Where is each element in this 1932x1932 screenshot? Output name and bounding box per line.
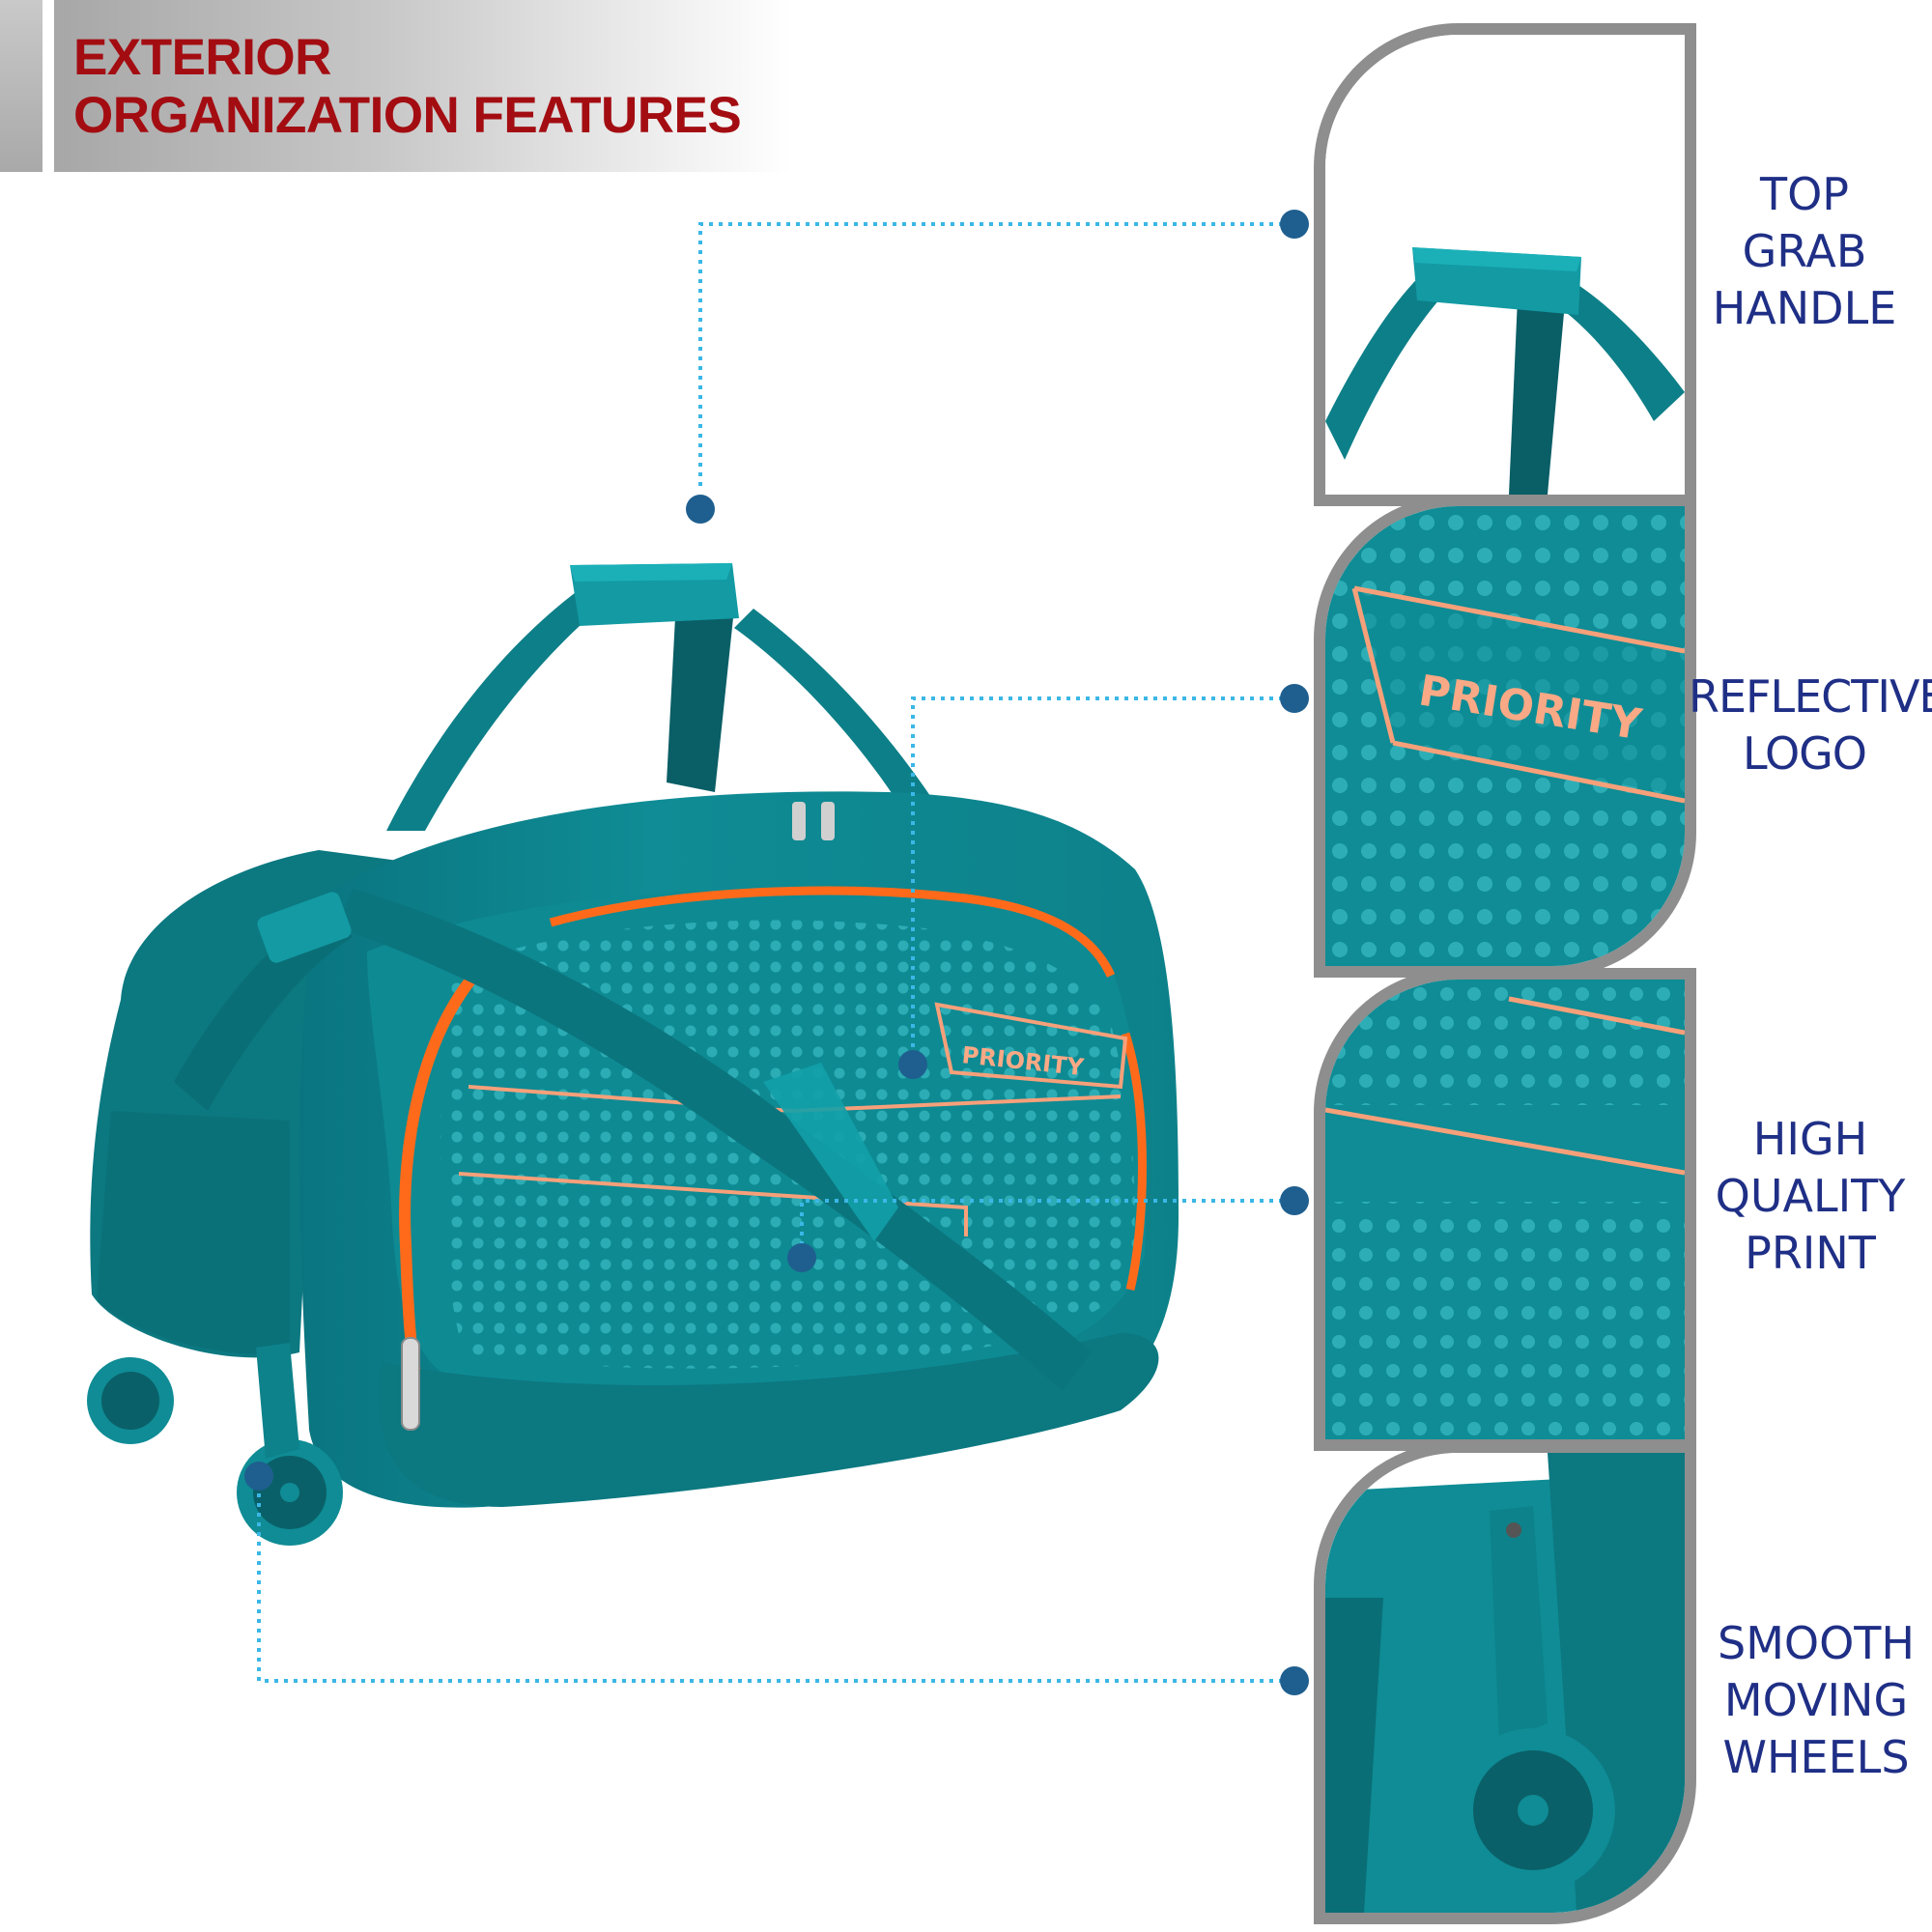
bag-logo-plate (934, 1002, 1128, 1090)
marker-dot-wheels (244, 1462, 273, 1491)
callout-handle-line-2: GRAB (1742, 225, 1867, 277)
banner-background (54, 0, 792, 172)
callout-label-print: HIGH QUALITY PRINT (1694, 1111, 1926, 1282)
handle-closeup (1325, 35, 1685, 495)
callout-label-handle: TOP GRAB HANDLE (1689, 166, 1920, 337)
marker-dot-print (787, 1243, 816, 1272)
callout-logo-line-1: REFLECTIVE (1689, 670, 1932, 723)
callout-label-wheels: SMOOTH MOVING WHEELS (1700, 1615, 1932, 1786)
callout-print-line-1: HIGH (1752, 1113, 1868, 1165)
bag-wheels (87, 1343, 343, 1546)
wheels-closeup (1325, 1453, 1685, 1913)
callout-print-line-3: PRINT (1745, 1227, 1876, 1279)
detail-frame-handle (1314, 23, 1696, 506)
marker-dot-handle (686, 495, 715, 524)
callout-print-line-2: QUALITY (1715, 1170, 1906, 1222)
bag-body (299, 791, 1179, 1508)
marker-dot-print-end (1280, 1186, 1309, 1215)
banner-title-line-2: ORGANIZATION FEATURES (73, 87, 742, 144)
callout-wheels-line-3: WHEELS (1722, 1731, 1910, 1783)
print-closeup (1325, 980, 1685, 1439)
marker-dot-logo-end (1280, 684, 1309, 713)
marker-dot-wheels-end (1280, 1666, 1309, 1695)
callout-label-logo: REFLECTIVE LOGO (1689, 668, 1932, 782)
callout-wheels-line-2: MOVING (1723, 1674, 1909, 1726)
banner-title-line-1: EXTERIOR (73, 29, 331, 86)
callout-handle-line-3: HANDLE (1712, 282, 1897, 334)
title-banner: EXTERIOR ORGANIZATION FEATURES (0, 0, 792, 172)
logo-closeup: PRIORITY (1325, 506, 1685, 966)
bag-top-handle (386, 563, 947, 831)
bag-end-panel (90, 850, 464, 1358)
banner-accent-bar (0, 0, 43, 172)
detail-frame-logo: PRIORITY (1314, 495, 1696, 978)
callout-wheels-line-1: SMOOTH (1718, 1617, 1915, 1669)
callout-connectors (257, 222, 1293, 1683)
bag-shoulder-strap (174, 889, 1092, 1391)
detail-frame-wheels (1314, 1441, 1696, 1924)
detail-frame-print (1314, 968, 1696, 1451)
marker-dot-handle-end (1280, 210, 1309, 239)
callout-handle-line-1: TOP (1759, 168, 1850, 220)
callout-logo-line-2: LOGO (1742, 727, 1867, 780)
marker-dot-logo (898, 1050, 927, 1079)
